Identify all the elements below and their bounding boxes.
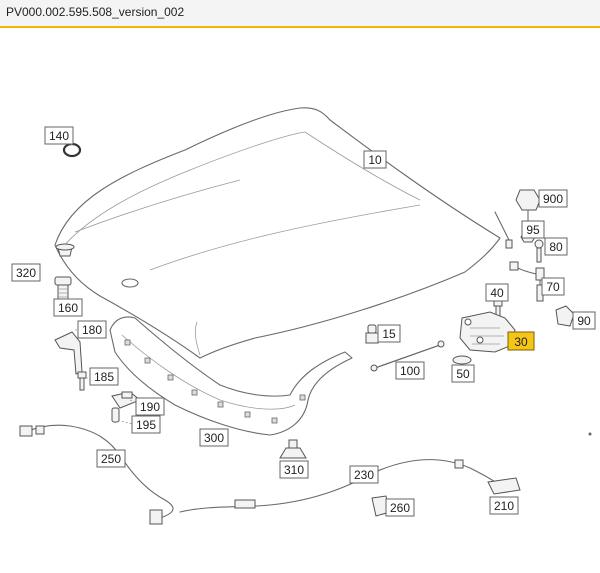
- svg-text:90: 90: [577, 314, 591, 328]
- svg-text:300: 300: [204, 431, 224, 445]
- callout-15[interactable]: 15: [377, 324, 401, 343]
- bracket-90-part[interactable]: [555, 305, 575, 327]
- diagram-title: PV000.002.595.508_version_002: [6, 5, 185, 19]
- callout-100[interactable]: 100: [395, 361, 425, 380]
- bump-stop-15-part[interactable]: [365, 324, 379, 344]
- plate-190-part[interactable]: [111, 391, 141, 409]
- svg-text:50: 50: [456, 367, 470, 381]
- hood-panel[interactable]: [54, 107, 501, 359]
- callout-40[interactable]: 40: [485, 283, 509, 302]
- callout-310[interactable]: 310: [279, 460, 309, 479]
- svg-text:95: 95: [526, 223, 540, 237]
- svg-text:185: 185: [94, 370, 114, 384]
- svg-text:140: 140: [49, 129, 69, 143]
- svg-text:210: 210: [494, 499, 514, 513]
- callout-260[interactable]: 260: [385, 498, 415, 517]
- callout-140[interactable]: 140: [44, 126, 74, 145]
- hood-seal[interactable]: [109, 316, 353, 436]
- leader-lines: [65, 139, 139, 425]
- bump-stop-part[interactable]: [54, 276, 72, 300]
- svg-text:260: 260: [390, 501, 410, 515]
- release-cable-250-part[interactable]: [19, 424, 174, 525]
- callout-10[interactable]: 10: [363, 150, 387, 169]
- bolt-80-part[interactable]: [534, 239, 544, 263]
- svg-text:900: 900: [543, 192, 563, 206]
- callout-50[interactable]: 50: [451, 364, 475, 383]
- svg-text:160: 160: [58, 301, 78, 315]
- diagram-header: PV000.002.595.508_version_002: [0, 0, 600, 28]
- bolt-185-part[interactable]: [77, 371, 87, 391]
- svg-text:70: 70: [546, 280, 560, 294]
- edge-mark: [588, 432, 592, 436]
- release-handle-210-part[interactable]: [487, 477, 521, 495]
- callout-300[interactable]: 300: [199, 428, 229, 447]
- svg-text:190: 190: [140, 400, 160, 414]
- hood-lock-30-part[interactable]: [459, 311, 516, 353]
- callout-160[interactable]: 160: [53, 298, 83, 317]
- svg-text:10: 10: [368, 153, 382, 167]
- clip-320-part[interactable]: [55, 243, 75, 257]
- svg-text:320: 320: [16, 266, 36, 280]
- callout-250[interactable]: 250: [96, 449, 126, 468]
- callout-80[interactable]: 80: [544, 237, 568, 256]
- callout-900[interactable]: 900: [538, 189, 568, 208]
- gasket-ring-part[interactable]: [62, 142, 82, 158]
- svg-text:195: 195: [136, 418, 156, 432]
- gas-strut-100-part[interactable]: [370, 340, 445, 372]
- svg-text:30: 30: [514, 335, 528, 349]
- svg-text:100: 100: [400, 364, 420, 378]
- callout-30[interactable]: 30: [507, 331, 535, 351]
- callout-320[interactable]: 320: [11, 263, 41, 282]
- release-cable-230-part[interactable]: [179, 459, 499, 513]
- sensor-900-part[interactable]: [515, 189, 541, 233]
- grommet-310-part[interactable]: [279, 439, 307, 459]
- svg-text:310: 310: [284, 463, 304, 477]
- callout-70[interactable]: 70: [541, 277, 565, 296]
- svg-text:250: 250: [101, 452, 121, 466]
- callout-210[interactable]: 210: [489, 496, 519, 515]
- callout-195[interactable]: 195: [131, 415, 161, 434]
- svg-text:15: 15: [382, 327, 396, 341]
- svg-text:80: 80: [549, 240, 563, 254]
- washer-50-part[interactable]: [452, 355, 472, 365]
- callout-90[interactable]: 90: [572, 311, 596, 330]
- release-cable-70-part[interactable]: [509, 261, 545, 302]
- svg-text:230: 230: [354, 468, 374, 482]
- callout-190[interactable]: 190: [135, 397, 165, 416]
- callout-180[interactable]: 180: [77, 320, 107, 339]
- pin-195-part[interactable]: [111, 407, 120, 423]
- callout-230[interactable]: 230: [349, 465, 379, 484]
- svg-text:40: 40: [490, 286, 504, 300]
- callout-185[interactable]: 185: [89, 367, 119, 386]
- wire-connector-part[interactable]: [494, 211, 513, 249]
- svg-text:180: 180: [82, 323, 102, 337]
- callout-95[interactable]: 95: [521, 220, 545, 239]
